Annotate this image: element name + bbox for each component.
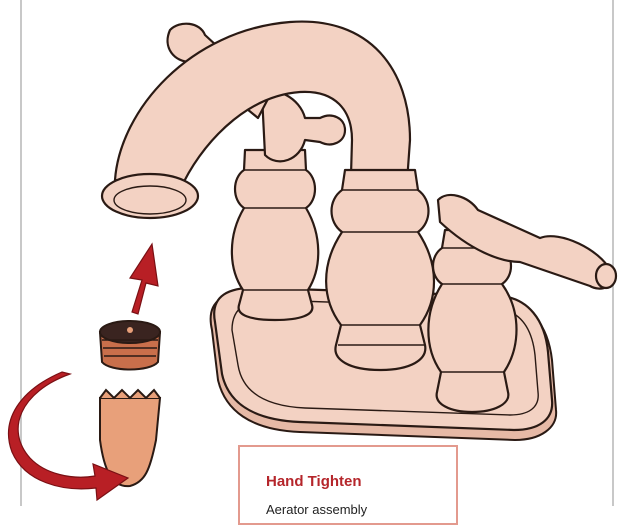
- callout-title: Hand Tighten: [266, 473, 362, 490]
- center-column: [326, 170, 434, 370]
- callout-body: Aerator assembly: [266, 502, 367, 517]
- callout-box: Hand Tighten Aerator assembly: [238, 445, 458, 525]
- upward-arrow-icon: [130, 244, 158, 314]
- faucet-illustration: .fin { fill: #f3d2c3; stroke: #2a1a14; s…: [0, 0, 626, 506]
- aerator-part: [100, 321, 160, 370]
